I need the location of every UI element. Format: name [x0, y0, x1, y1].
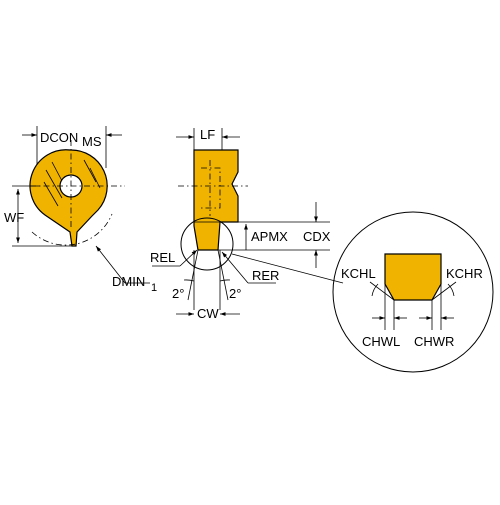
label-kchr: KCHR [446, 266, 483, 281]
detail-view [332, 211, 494, 373]
angle-line-left [187, 249, 199, 301]
label-cdx: CDX [303, 229, 331, 244]
top-view [12, 126, 150, 284]
groove-line [45, 169, 63, 199]
angle-arc-right [219, 279, 231, 282]
detail-connector [231, 253, 344, 284]
detail-circle [332, 211, 494, 373]
label-apmx: APMX [251, 229, 288, 244]
label-dcon: DCON [40, 130, 78, 145]
groove-line [89, 167, 101, 189]
rer-leader [221, 251, 249, 284]
angle-arc-left [183, 279, 195, 282]
label-chwl: CHWL [362, 334, 400, 349]
hole-hidden-line [201, 167, 221, 209]
kchl-line [369, 281, 395, 301]
angle-line-right [217, 249, 229, 301]
label-kchl: KCHL [341, 266, 376, 281]
detail-marker-circle [180, 217, 234, 271]
label-rel: REL [150, 250, 175, 265]
label-angle-left: 2° [172, 286, 184, 301]
insert-top-body [29, 149, 108, 247]
label-rer: RER [252, 268, 279, 283]
label-dmin: DMIN [112, 274, 145, 289]
label-lf: LF [200, 127, 215, 142]
insert-side-body [193, 149, 239, 251]
detail-insert-tip [384, 253, 442, 301]
kchr-line [431, 281, 457, 301]
label-cw: CW [197, 306, 219, 321]
label-wf: WF [4, 210, 24, 225]
labels: DCON MS LF WF DMIN 1 APMX CDX REL RER 2°… [4, 127, 483, 349]
kchl-arc [371, 283, 379, 297]
label-angle-right: 2° [229, 286, 241, 301]
dmin-arc [31, 213, 113, 246]
kchr-arc [447, 283, 455, 297]
dmin-leader [95, 245, 126, 284]
groove-line [83, 159, 97, 183]
label-dmin-subscript: 1 [151, 282, 157, 294]
side-view [152, 128, 344, 316]
label-ms: MS [82, 134, 102, 149]
label-chwr: CHWR [414, 334, 454, 349]
